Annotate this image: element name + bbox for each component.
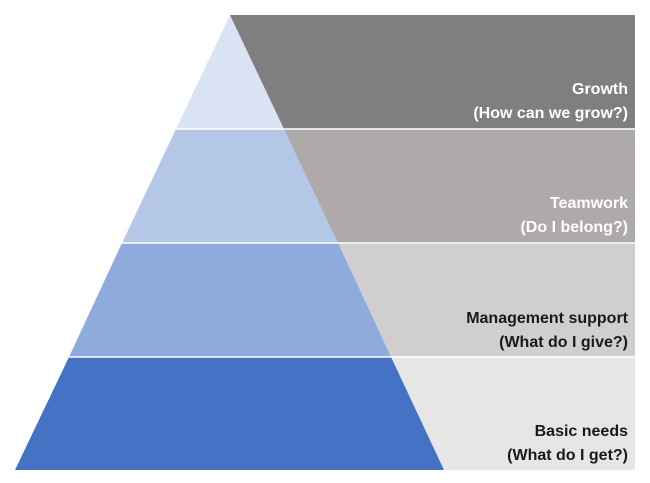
level-title: Teamwork xyxy=(550,195,628,212)
tier-basic-needs xyxy=(15,357,444,470)
tier-teamwork xyxy=(122,129,338,243)
label-basic-needs: Basic needs (What do I get?) xyxy=(328,420,628,468)
level-title: Growth xyxy=(572,81,628,98)
label-management-support: Management support (What do I give?) xyxy=(328,307,628,355)
level-question: (Do I belong?) xyxy=(520,219,628,236)
level-question: (What do I get?) xyxy=(507,447,628,464)
level-title: Basic needs xyxy=(534,423,628,440)
tier-growth xyxy=(176,15,284,129)
level-title: Management support xyxy=(466,310,628,327)
tier-management-support xyxy=(69,243,391,357)
level-question: (What do I give?) xyxy=(499,334,628,351)
label-teamwork: Teamwork (Do I belong?) xyxy=(328,192,628,240)
label-growth: Growth (How can we grow?) xyxy=(328,78,628,126)
level-question: (How can we grow?) xyxy=(473,105,628,122)
band-growth xyxy=(230,15,635,129)
